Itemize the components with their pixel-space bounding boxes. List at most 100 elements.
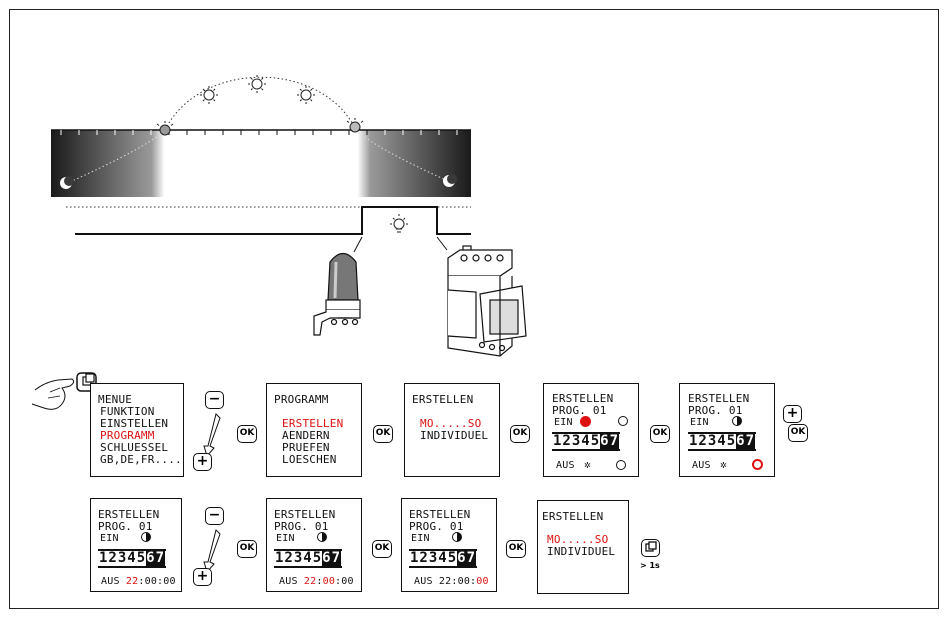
screen-title: ERSTELLEN (412, 393, 474, 406)
screen-erstellen-days: ERSTELLEN MO.....SO INDIVIDUEL (404, 383, 500, 477)
dusk-icon (317, 532, 327, 542)
dusk-icon (452, 532, 462, 542)
screen-programm: PROGRAMM ERSTELLEN AENDERN PRUEFEN LOESC… (266, 383, 362, 477)
hold-duration-label: > 1s (640, 561, 660, 570)
ok-button[interactable]: OK (650, 425, 670, 443)
minus-button[interactable]: − (205, 391, 224, 409)
sunset-icon (346, 118, 364, 133)
screen-prog-aus-clock: ERSTELLEN PROG. 01 EIN 1234567 AUS ✲ (679, 383, 775, 477)
lamp-icon (390, 214, 408, 233)
aus-time-row: AUS 22:00:00 (279, 576, 354, 587)
aus-label: AUS (101, 576, 120, 587)
screen-prog-ein-dusk: ERSTELLEN PROG. 01 EIN 1234567 AUS ✲ (543, 383, 639, 477)
sun-icon: ✲ (584, 458, 591, 471)
dusk-icon-selected (580, 416, 591, 427)
ein-label: EIN (276, 533, 295, 544)
aus-label: AUS (692, 460, 711, 471)
diagram-frame (9, 9, 939, 609)
hand-press-illustration (31, 372, 97, 410)
hour-value-selected: 22 (125, 576, 139, 587)
minus-button[interactable]: − (205, 507, 224, 525)
option-aendern: AENDERN (282, 429, 330, 442)
second-value: 00 (163, 576, 176, 587)
prog-number: PROG. 01 (552, 404, 607, 417)
option-individuel: INDIVIDUEL (420, 429, 489, 442)
light-sensor-device (313, 252, 361, 336)
clock-icon-selected (752, 459, 763, 470)
sun-icon: ✲ (720, 458, 727, 471)
second-value-selected: 00 (476, 576, 489, 587)
sun-icon (297, 86, 315, 104)
switch-device (447, 245, 527, 357)
prog-number: PROG. 01 (274, 520, 329, 533)
screen-title-programm: PROGRAMM (274, 393, 329, 406)
minute-value: 00 (144, 576, 158, 587)
ein-label: EIN (690, 417, 709, 428)
clock-icon (618, 416, 628, 426)
clock-icon (616, 460, 626, 470)
ein-label: EIN (411, 533, 430, 544)
aus-label: AUS (414, 576, 433, 587)
plus-button[interactable]: + (193, 568, 212, 586)
menu-line-programm-selected: PROGRAMM (100, 429, 155, 442)
screen-set-minute: ERSTELLEN PROG. 01 EIN 1234567 AUS 22:00… (266, 498, 362, 592)
screen-erstellen-done: ERSTELLEN MO.....SO INDIVIDUEL (537, 500, 629, 594)
ein-label: EIN (100, 533, 119, 544)
plus-button[interactable]: + (193, 453, 212, 471)
aus-label: AUS (279, 576, 298, 587)
weekday-digits: 1234567 (552, 432, 621, 451)
plus-button[interactable]: + (783, 405, 802, 423)
screen-menue: MENUE FUNKTION EINSTELLEN PROGRAMM SCHLU… (90, 383, 184, 477)
screen-title: ERSTELLEN (552, 392, 614, 405)
weekday-digits: 1234567 (409, 549, 478, 568)
second-value: 00 (341, 576, 354, 587)
screen-title: ERSTELLEN (409, 508, 471, 521)
moon-icon (443, 174, 457, 187)
time-ticks (60, 130, 458, 135)
daylight-scene (51, 75, 527, 357)
screen-set-second: ERSTELLEN PROG. 01 EIN 1234567 AUS 22:00… (401, 498, 497, 592)
sun-path (164, 76, 356, 131)
sun-icon (248, 75, 266, 93)
ok-button[interactable]: OK (372, 540, 392, 558)
menu-line-schluessel: SCHLUESSEL (100, 441, 169, 454)
option-mo-so-selected: MO.....SO (420, 417, 482, 430)
ok-button[interactable]: OK (510, 425, 530, 443)
screen-title: ERSTELLEN (274, 508, 336, 521)
option-pruefen: PRUEFEN (282, 441, 330, 454)
menu-line-languages: GB,DE,FR.... (100, 453, 182, 466)
weekday-digits: 1234567 (688, 432, 757, 451)
option-mo-so-selected: MO.....SO (547, 533, 609, 546)
prog-number: PROG. 01 (98, 520, 153, 533)
menu-key-icon (644, 541, 657, 552)
prog-number: PROG. 01 (409, 520, 464, 533)
menu-key-button[interactable] (641, 539, 660, 557)
aus-time-row: AUS 22:00:00 (101, 576, 176, 587)
menu-line-funktion: FUNKTION (100, 405, 155, 418)
ok-button[interactable]: OK (788, 424, 808, 442)
sun-icon (200, 86, 218, 104)
screen-title: ERSTELLEN (688, 392, 750, 405)
screen-title: ERSTELLEN (542, 510, 604, 523)
scroll-arrow-icon (203, 529, 221, 574)
menu-line-einstellen: EINSTELLEN (100, 417, 169, 430)
option-individuel: INDIVIDUEL (547, 545, 616, 558)
prog-number: PROG. 01 (688, 404, 743, 417)
ok-button[interactable]: OK (237, 540, 257, 558)
menu-line-menue: MENUE (98, 393, 133, 406)
weekday-digits: 1234567 (274, 549, 343, 568)
weekday-digits: 1234567 (98, 549, 167, 568)
hour-value: 22 (303, 576, 317, 587)
ok-button[interactable]: OK (506, 540, 526, 558)
moon-icon (60, 176, 74, 189)
aus-time-row: AUS 22:00:00 (414, 576, 489, 587)
ok-button[interactable]: OK (373, 425, 393, 443)
switching-signal (75, 206, 471, 235)
aus-label: AUS (556, 460, 575, 471)
option-erstellen-selected: ERSTELLEN (282, 417, 344, 430)
sunrise-icon (156, 121, 174, 136)
screen-title: ERSTELLEN (98, 508, 160, 521)
minute-value: 00 (457, 576, 471, 587)
ein-label: EIN (554, 417, 573, 428)
ok-button[interactable]: OK (237, 425, 257, 443)
